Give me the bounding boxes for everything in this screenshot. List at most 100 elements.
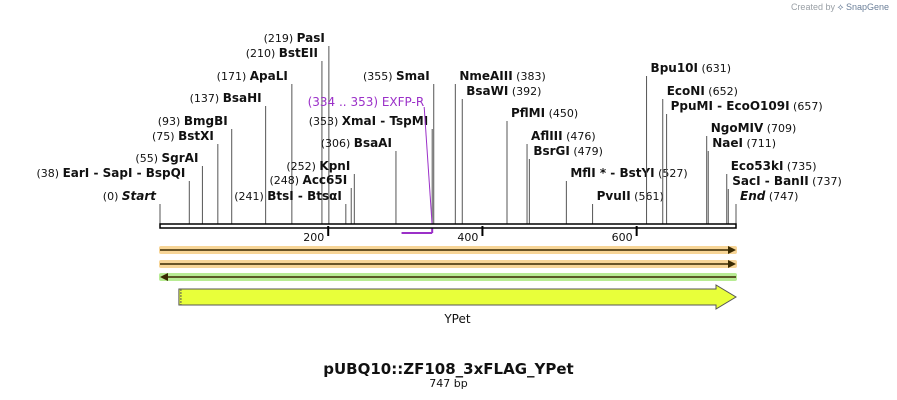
site-name: BmgBI bbox=[184, 114, 228, 128]
site-position: (652) bbox=[705, 85, 738, 98]
site-position: (657) bbox=[790, 100, 823, 113]
site-name: NgoMIV bbox=[711, 121, 764, 135]
site-label-0[interactable]: (0) Start bbox=[103, 189, 157, 203]
site-position: (241) bbox=[234, 190, 267, 203]
site-label-21[interactable]: PvuII (561) bbox=[597, 189, 664, 203]
site-label-18[interactable]: AflIII (476) bbox=[531, 129, 596, 143]
site-position: (383) bbox=[513, 70, 546, 83]
site-position: (0) bbox=[103, 190, 122, 203]
site-name: Bpu10I bbox=[651, 61, 698, 75]
site-position: (252) bbox=[286, 160, 319, 173]
site-label-19[interactable]: BsrGI (479) bbox=[533, 144, 603, 158]
site-position: (210) bbox=[246, 47, 279, 60]
site-label-10[interactable]: (248) Acc65I bbox=[269, 173, 347, 187]
site-position: (355) bbox=[363, 70, 396, 83]
site-name: SacI - BanII bbox=[732, 174, 808, 188]
site-label-13[interactable]: (353) XmaI - TspMI bbox=[309, 114, 428, 128]
map-length: 747 bp bbox=[429, 377, 468, 390]
feature-arrow-0[interactable] bbox=[178, 284, 737, 310]
site-label-11[interactable]: (252) KpnI bbox=[286, 159, 350, 173]
site-position: (479) bbox=[570, 145, 603, 158]
site-label-29[interactable]: End (747) bbox=[740, 189, 798, 203]
site-name: Eco53kI bbox=[731, 159, 784, 173]
site-position: (171) bbox=[217, 70, 250, 83]
site-label-22[interactable]: Bpu10I (631) bbox=[651, 61, 732, 75]
site-name: End bbox=[740, 189, 766, 203]
site-label-28[interactable]: SacI - BanII (737) bbox=[732, 174, 841, 188]
site-label-9[interactable]: (241) BtsI - BtsαI bbox=[234, 189, 342, 203]
site-name: MflI * - BstYI bbox=[570, 166, 654, 180]
site-position: (248) bbox=[269, 174, 302, 187]
site-label-7[interactable]: (210) BstEII bbox=[246, 46, 318, 60]
site-name: Acc65I bbox=[303, 173, 348, 187]
site-label-26[interactable]: NaeI (711) bbox=[712, 136, 776, 150]
orf-forward-2-arrowhead bbox=[728, 260, 736, 268]
site-name: SgrAI bbox=[162, 151, 199, 165]
site-label-4[interactable]: (93) BmgBI bbox=[158, 114, 228, 128]
orf-reverse-arrowhead bbox=[160, 273, 168, 281]
site-name: PasI bbox=[297, 31, 325, 45]
site-name: KpnI bbox=[319, 159, 350, 173]
site-position: (711) bbox=[743, 137, 776, 150]
site-position: (747) bbox=[765, 190, 798, 203]
snapgene-logo-icon: ⟡ bbox=[837, 2, 844, 12]
site-name: AflIII bbox=[531, 129, 563, 143]
site-label-16[interactable]: BsaWI (392) bbox=[466, 84, 541, 98]
primer-leader-line bbox=[423, 106, 433, 227]
site-name: BstEII bbox=[279, 46, 318, 60]
site-position: (353) bbox=[309, 115, 342, 128]
site-label-8[interactable]: (219) PasI bbox=[264, 31, 325, 45]
site-label-5[interactable]: (137) BsaHI bbox=[190, 91, 262, 105]
site-position: (93) bbox=[158, 115, 184, 128]
site-name: PvuII bbox=[597, 189, 631, 203]
site-name: BstXI bbox=[178, 129, 214, 143]
site-name: SmaI bbox=[396, 69, 430, 83]
primer-label[interactable]: (334 .. 353) EXFP-R bbox=[308, 95, 425, 109]
site-name: ApaLI bbox=[250, 69, 288, 83]
site-label-24[interactable]: PpuMI - EcoO109I (657) bbox=[671, 99, 823, 113]
site-name: BsaHI bbox=[223, 91, 262, 105]
site-label-20[interactable]: MflI * - BstYI (527) bbox=[570, 166, 687, 180]
credit-line: Created by ⟡ SnapGene bbox=[791, 2, 889, 13]
site-label-23[interactable]: EcoNI (652) bbox=[667, 84, 738, 98]
site-label-12[interactable]: (306) BsaAI bbox=[321, 136, 392, 150]
orf-forward-1-arrowhead bbox=[728, 246, 736, 254]
site-name: XmaI - TspMI bbox=[342, 114, 428, 128]
site-position: (735) bbox=[783, 160, 816, 173]
site-name: BsaWI bbox=[466, 84, 508, 98]
site-name: EcoNI bbox=[667, 84, 705, 98]
site-label-1[interactable]: (38) EarI - SapI - BspQI bbox=[37, 166, 186, 180]
site-position: (527) bbox=[655, 167, 688, 180]
site-name: BtsI - BtsαI bbox=[267, 189, 342, 203]
site-label-3[interactable]: (75) BstXI bbox=[152, 129, 214, 143]
site-label-15[interactable]: NmeAIII (383) bbox=[459, 69, 545, 83]
site-position: (55) bbox=[135, 152, 161, 165]
map-title: pUBQ10::ZF108_3xFLAG_YPet bbox=[323, 360, 574, 378]
site-position: (631) bbox=[698, 62, 731, 75]
site-label-6[interactable]: (171) ApaLI bbox=[217, 69, 288, 83]
ruler-label-600: 600 bbox=[612, 231, 633, 244]
site-label-27[interactable]: Eco53kI (735) bbox=[731, 159, 817, 173]
site-name: Start bbox=[122, 189, 157, 203]
site-position: (38) bbox=[37, 167, 63, 180]
site-label-2[interactable]: (55) SgrAI bbox=[135, 151, 198, 165]
site-label-25[interactable]: NgoMIV (709) bbox=[711, 121, 797, 135]
site-name: PpuMI - EcoO109I bbox=[671, 99, 790, 113]
site-label-14[interactable]: (355) SmaI bbox=[363, 69, 430, 83]
feature-label-0: YPet bbox=[443, 312, 471, 326]
site-position: (450) bbox=[545, 107, 578, 120]
sequence-backbone bbox=[159, 223, 737, 229]
site-position: (306) bbox=[321, 137, 354, 150]
ruler-label-400: 400 bbox=[457, 231, 478, 244]
site-name: BsaAI bbox=[354, 136, 392, 150]
credit-prefix: Created by bbox=[790, 2, 835, 12]
site-position: (561) bbox=[631, 190, 664, 203]
site-label-17[interactable]: PflMI (450) bbox=[511, 106, 578, 120]
site-position: (219) bbox=[264, 32, 297, 45]
site-position: (476) bbox=[563, 130, 596, 143]
site-position: (137) bbox=[190, 92, 223, 105]
site-name: EarI - SapI - BspQI bbox=[63, 166, 186, 180]
site-name: NmeAIII bbox=[459, 69, 512, 83]
site-position: (709) bbox=[763, 122, 796, 135]
site-position: (392) bbox=[508, 85, 541, 98]
